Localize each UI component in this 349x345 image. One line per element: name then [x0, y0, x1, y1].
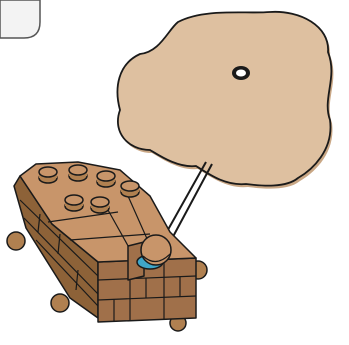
stud [97, 171, 115, 187]
stud [91, 197, 109, 213]
stud [39, 167, 57, 183]
lego-model [7, 162, 207, 331]
callout-hole-inner [236, 70, 246, 77]
stud [121, 181, 139, 197]
callout-bubble [117, 12, 333, 189]
corner-tab [0, 0, 40, 38]
side-knob-left-lower [51, 294, 69, 312]
side-knob-left [7, 232, 25, 250]
stud [69, 165, 87, 181]
callout-body [117, 12, 331, 186]
stud [65, 195, 83, 211]
